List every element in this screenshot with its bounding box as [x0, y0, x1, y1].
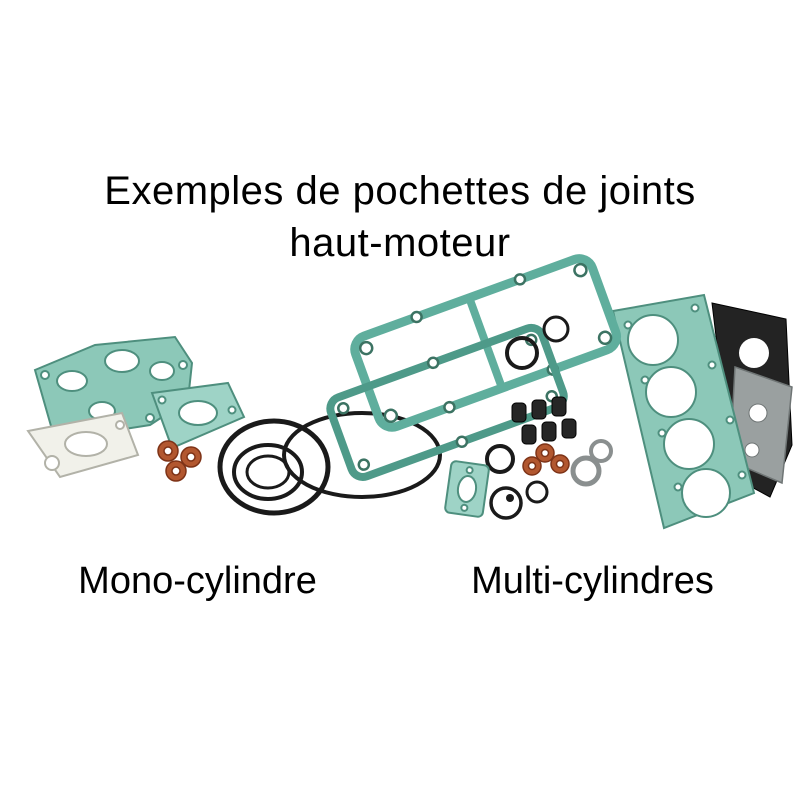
page-title: Exemples de pochettes de joints haut-mot… — [0, 165, 800, 269]
valve-cover-gasket-2-icon — [326, 323, 568, 481]
o-ring-set-icon — [217, 418, 331, 516]
o-rings-washers-icon — [485, 439, 613, 487]
valve-cover-gasket-icon — [350, 254, 622, 432]
multi-cylinder-kit-illustration — [326, 254, 793, 530]
large-o-ring-icon — [282, 411, 442, 499]
caption-multi-cylindres: Multi-cylindres — [471, 560, 714, 602]
caption-mono-cylindre: Mono-cylindre — [78, 560, 317, 602]
cam-seal-ring-icon — [505, 336, 539, 370]
small-gasket-plate-icon — [444, 460, 490, 518]
small-o-ring-icon — [525, 480, 549, 504]
title-line-1: Exemples de pochettes de joints — [104, 168, 696, 213]
cylinder-base-gasket-icon — [33, 335, 194, 442]
circlip-icon — [489, 486, 523, 520]
head-gasket-4-cylinders-icon — [611, 293, 756, 530]
cam-seal-ring-icon — [542, 315, 570, 343]
copper-washers-icon — [157, 440, 202, 482]
exhaust-gasket-icon — [150, 381, 246, 450]
paper-gasket-icon — [26, 411, 140, 479]
gasket-kits-illustration — [26, 254, 793, 530]
title-line-2: haut-moteur — [289, 220, 511, 265]
valve-stem-seals-icon — [511, 396, 577, 445]
mono-cylinder-kit-illustration — [26, 335, 442, 516]
metal-plate-icon — [729, 365, 793, 485]
